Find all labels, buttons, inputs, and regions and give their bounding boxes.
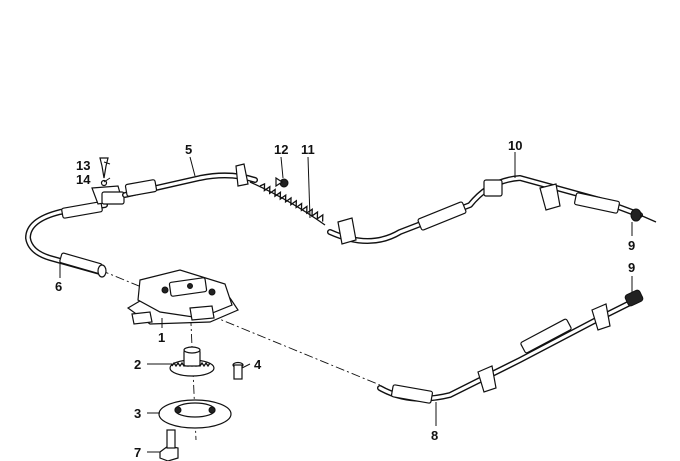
callout-8: 8 xyxy=(431,428,438,443)
callout-5: 5 xyxy=(185,142,192,157)
callout-9-lower: 9 xyxy=(628,260,635,275)
gear-2 xyxy=(169,346,215,377)
drive-unit-1 xyxy=(126,269,239,325)
cable-10 xyxy=(327,175,657,245)
callout-13: 13 xyxy=(76,158,90,173)
callout-11: 11 xyxy=(301,142,315,157)
cable-6 xyxy=(25,201,108,278)
callout-9-upper: 9 xyxy=(628,238,635,253)
screw-4 xyxy=(232,361,244,380)
bracket-left xyxy=(91,157,125,205)
bolt-7 xyxy=(159,429,179,461)
cable-8 xyxy=(377,289,644,404)
callout-4: 4 xyxy=(254,357,262,372)
callout-12: 12 xyxy=(274,142,288,157)
callout-1: 1 xyxy=(158,330,165,345)
callout-3: 3 xyxy=(134,406,141,421)
callout-6: 6 xyxy=(55,279,62,294)
cover-plate-3 xyxy=(158,399,232,429)
callout-10: 10 xyxy=(508,138,522,153)
cable-5 xyxy=(122,163,258,198)
callout-2: 2 xyxy=(134,357,141,372)
callout-14: 14 xyxy=(76,172,91,187)
callout-7: 7 xyxy=(134,445,141,460)
spring-cable-11 xyxy=(249,176,326,226)
leader-lines xyxy=(59,152,633,453)
